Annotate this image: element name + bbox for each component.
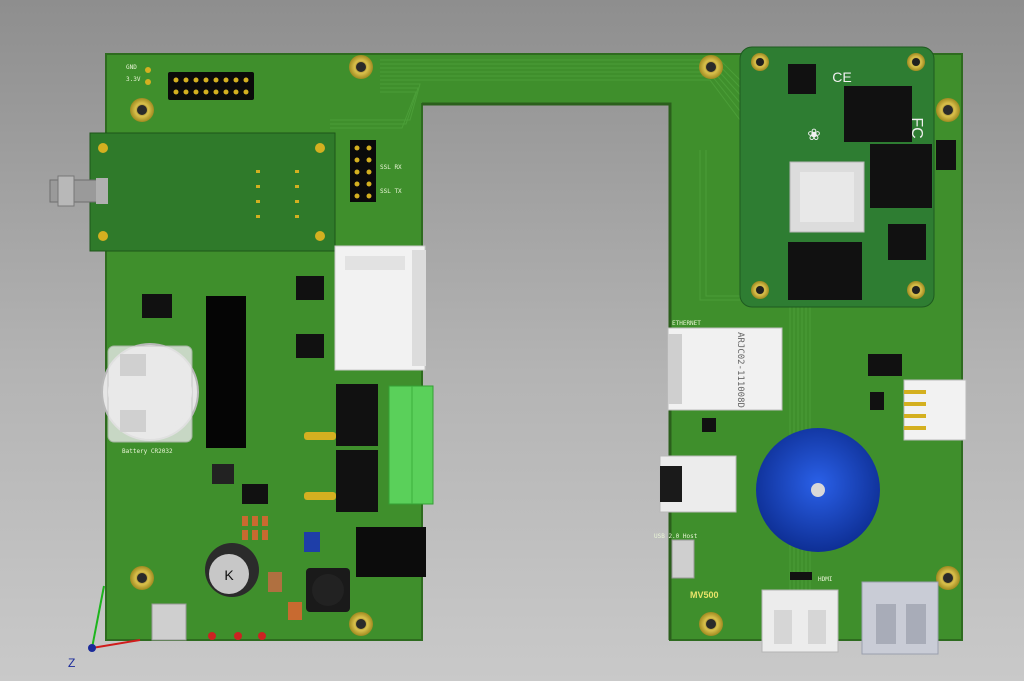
silk-usb: USB 2.0 Host	[654, 533, 698, 540]
ic-chip	[142, 294, 172, 318]
usb-connector	[861, 581, 939, 655]
display-strip	[206, 296, 246, 448]
silk-gnd: GND	[126, 64, 137, 71]
mounting-holes	[130, 55, 960, 636]
hdmi-connector	[761, 589, 839, 653]
dc-jack	[356, 527, 426, 577]
pin-header-top	[168, 72, 254, 100]
buzzer	[756, 428, 880, 552]
fc-mark: FC	[908, 117, 925, 138]
silk-3v3: 3.3V	[126, 76, 141, 83]
axis-triad	[88, 585, 141, 652]
battery-holder	[101, 343, 199, 443]
usb-micro	[671, 539, 695, 579]
emmc-chip	[870, 144, 932, 208]
connector-black	[336, 450, 378, 512]
electrolytic-capacitor: K	[205, 543, 259, 597]
pin-header-serial	[350, 140, 376, 202]
ic-chip	[296, 276, 324, 300]
inductor-marking: K	[224, 567, 234, 583]
ethernet-part-number: ARJC02-111008D	[735, 332, 745, 408]
compute-module: ❀ CE FC	[739, 46, 956, 308]
ram-chip	[788, 242, 862, 300]
silk-battery: Battery CR2032	[122, 448, 173, 455]
audio-jack	[659, 455, 737, 513]
ic-chip	[296, 334, 324, 358]
board-model: MV500	[690, 590, 719, 600]
white-connector	[334, 245, 426, 371]
memory-chip	[844, 86, 912, 142]
side-connector	[903, 379, 967, 441]
rf-module	[49, 132, 336, 252]
silk-ssl-tx: SSL TX	[380, 188, 402, 195]
axis-z-label: Z	[68, 656, 76, 670]
raspberry-logo-icon: ❀	[807, 125, 820, 144]
ethernet-jack	[667, 327, 783, 411]
connector-black	[336, 384, 378, 446]
silk-hdmi: HDMI	[818, 576, 833, 583]
ce-mark: CE	[832, 69, 851, 85]
silk-ssl-rx: SSL RX	[380, 164, 402, 171]
switch	[151, 603, 187, 641]
silk-ethernet: ETHERNET	[672, 320, 701, 327]
terminal-block	[388, 385, 434, 505]
